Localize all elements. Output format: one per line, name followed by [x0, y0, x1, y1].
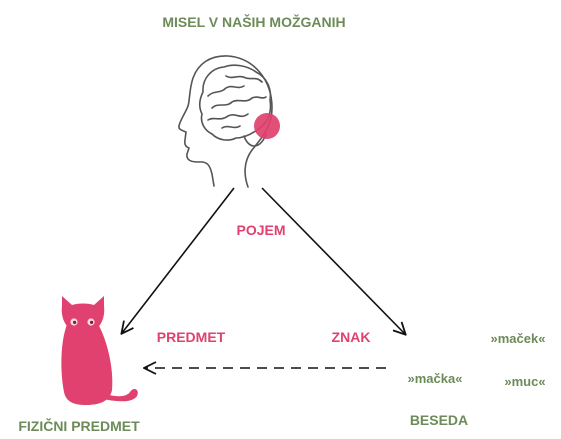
word-label: BESEDA: [410, 412, 468, 428]
brain-highlight: [254, 113, 280, 139]
brain-stem: [243, 133, 267, 147]
brain-fold: [225, 75, 263, 83]
cat-icon: [61, 296, 138, 405]
brain-fold: [211, 96, 267, 109]
arrow-concept-to-object: [122, 187, 235, 333]
word-item: »mačka«: [408, 371, 463, 386]
physical-object-label: FIZIČNI PREDMET: [18, 417, 140, 434]
diagram-title: MISEL V NAŠIH MOŽGANIH: [162, 13, 345, 30]
cat-body: [61, 322, 113, 405]
brain-fold: [207, 85, 245, 97]
arrow-concept-to-sign: [261, 187, 405, 334]
word-item: »muc«: [504, 374, 545, 389]
referent-label: PREDMET: [157, 329, 226, 345]
sign-label: ZNAK: [332, 329, 371, 345]
brain-fold: [207, 113, 249, 121]
word-item: »maček«: [491, 331, 546, 346]
concept-label: POJEM: [236, 222, 285, 238]
brain-fold: [221, 125, 241, 129]
